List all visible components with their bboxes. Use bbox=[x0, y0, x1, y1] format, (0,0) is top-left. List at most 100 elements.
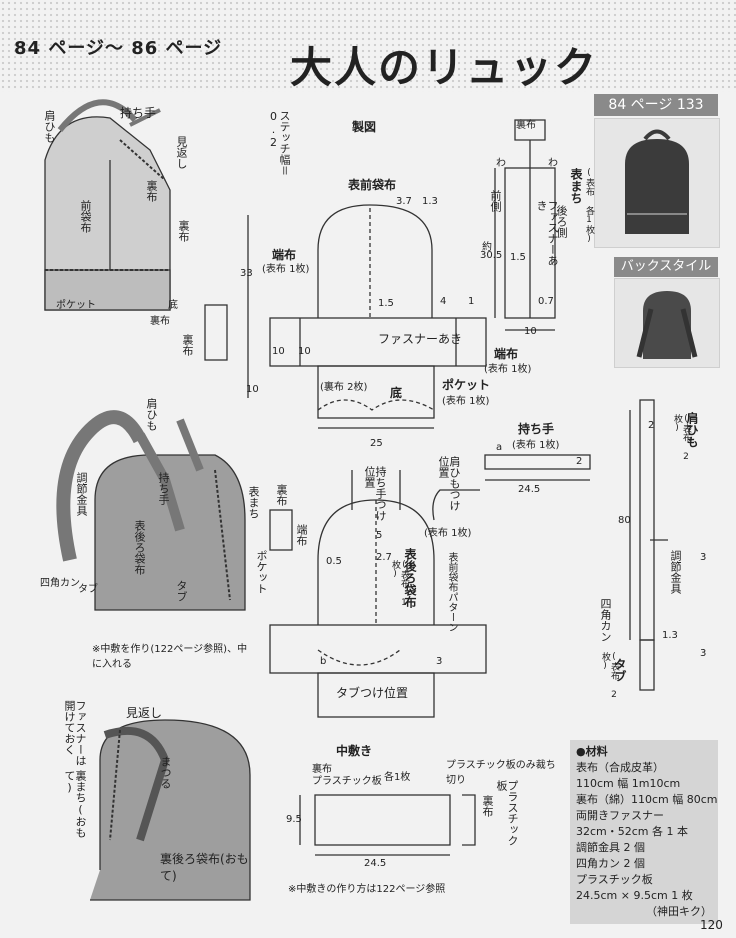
backpack-back-icon bbox=[636, 291, 698, 359]
ushiro-gawa-label: 後ろ側 bbox=[555, 205, 568, 238]
materials-line: 調節金具 2 個 bbox=[576, 841, 645, 854]
backpack-front-illustration bbox=[44, 99, 171, 311]
mae-gawa-label: 前側 bbox=[489, 190, 502, 212]
shikaku-label: 四角カン bbox=[599, 598, 612, 642]
materials-panel: ●材料 表布（合成皮革） 110cm 幅 1m10cm 裏布（綿）110cm 幅… bbox=[570, 740, 718, 924]
hashi-nuno-label: 端布 bbox=[272, 248, 297, 262]
wa-mark: わ bbox=[548, 158, 558, 169]
illus-ura-ushiro: 裏後ろ袋布(おもて) bbox=[160, 852, 249, 883]
ura-v-label: 裏布 bbox=[481, 795, 494, 817]
illus-tab-left: タブ bbox=[78, 584, 98, 595]
illus-pocket: ポケット bbox=[56, 300, 96, 311]
mochite-tsuke-label: 持ち手つけ位置 bbox=[363, 466, 387, 521]
illus-ura-machi: 裏まち(おもて) bbox=[63, 770, 87, 838]
illus-tab-mid: タブ bbox=[175, 580, 188, 602]
illus-mikaeshi: 見返し bbox=[175, 136, 188, 169]
dim: 3 bbox=[436, 656, 443, 667]
dim-letter: b bbox=[320, 656, 327, 667]
gusset-pattern bbox=[494, 119, 556, 331]
dim: 1.5 bbox=[378, 298, 394, 309]
dim-letter: a bbox=[496, 442, 503, 453]
insole-pattern bbox=[299, 794, 476, 856]
materials-line: 24.5cm × 9.5cm 1 枚 bbox=[576, 889, 693, 902]
handle-pattern bbox=[484, 454, 591, 481]
dim: 80 bbox=[618, 515, 631, 526]
stitch-label: ステッチ幅＝0.2 bbox=[267, 110, 291, 176]
mochite-label: 持ち手 bbox=[518, 422, 555, 436]
katahimo-label: 肩ひも bbox=[685, 412, 699, 448]
front-body-pattern bbox=[247, 204, 487, 429]
materials-line: 裏布（綿）110cm 幅 80cm bbox=[576, 793, 718, 806]
illus-ura-mid: 裏布 bbox=[275, 484, 288, 506]
plastic-label: プラスチック板 bbox=[312, 776, 382, 787]
materials-line: （神田キク） bbox=[646, 905, 712, 918]
illus-mochite-mid: 持ち手 bbox=[157, 472, 170, 505]
page-header: 84 ページ〜 86 ページ 大人のリュック bbox=[0, 0, 736, 92]
dim: 33 bbox=[240, 268, 253, 279]
dim: 3 bbox=[700, 648, 707, 659]
yaku-label: 約 bbox=[482, 242, 492, 253]
nakashiki-label: 中敷き bbox=[336, 744, 373, 758]
note-nakashiki-make: ※中敷を作り(122ページ参照)、中に入れる bbox=[92, 644, 248, 670]
mochite-sub: (表布 1枚) bbox=[512, 440, 560, 451]
omote-ushiro-label: 表後ろ袋布 bbox=[403, 548, 417, 608]
reference-page: 84 ページ 133 bbox=[594, 94, 718, 116]
backpack-photo-back bbox=[614, 278, 720, 368]
seizu-label: 製図 bbox=[352, 120, 377, 134]
dim: 2 bbox=[648, 420, 655, 431]
dim: 10 bbox=[524, 326, 537, 337]
hashi-nuno-2-label: 端布 bbox=[494, 347, 519, 361]
illus-ura2: 裏布 bbox=[177, 220, 190, 242]
illus-katahimo-mid: 肩ひも bbox=[145, 398, 158, 431]
dim: 0.5 bbox=[326, 556, 342, 567]
dim: 30.5 bbox=[480, 250, 503, 261]
illus-ura: 裏布 bbox=[145, 180, 158, 202]
dim: 1.3 bbox=[662, 630, 678, 641]
illus-katahimo: 肩ひも bbox=[43, 110, 56, 143]
strap-pattern bbox=[629, 399, 668, 691]
fastener-opening-label: ファスナーあき bbox=[378, 332, 463, 346]
materials-line: 四角カン 2 個 bbox=[576, 857, 645, 870]
dim: 10 bbox=[272, 346, 285, 357]
backpack-front-icon bbox=[625, 129, 689, 234]
materials-line: 32cm・52cm 各 1 本 bbox=[576, 825, 689, 838]
illus-mikaeshi-bottom: 見返し bbox=[126, 706, 163, 720]
materials-line: プラスチック板 bbox=[576, 873, 653, 886]
backpack-interior-illustration bbox=[90, 719, 251, 901]
plastic-only-label: プラスチック板のみ裁ち切り bbox=[446, 760, 556, 786]
dim: 1.3 bbox=[422, 196, 438, 207]
materials-line: 110cm 幅 1m10cm bbox=[576, 777, 681, 790]
pocket-sub: (表布 1枚) bbox=[442, 396, 490, 407]
tab-tsuke-label: タブつけ位置 bbox=[336, 686, 409, 700]
back-body-pattern bbox=[269, 470, 487, 718]
fastener-opening-v-label: ファスナーあき bbox=[535, 200, 559, 266]
omote-nuno-label: (表布 1枚) bbox=[424, 528, 472, 539]
materials-heading: ●材料 bbox=[576, 745, 608, 758]
dim: 24.5 bbox=[518, 484, 541, 495]
dim: 25 bbox=[370, 438, 383, 449]
illus-omote-machi: 表まち bbox=[247, 486, 260, 519]
katahimo-sub: (表布 2枚) bbox=[672, 414, 691, 462]
dim: 3.7 bbox=[396, 196, 412, 207]
hashi-nuno-sub: (表布 1枚) bbox=[262, 264, 310, 275]
omote-machi-label: 表まち bbox=[569, 168, 583, 204]
soko-label: 底 bbox=[390, 386, 403, 400]
backpack-photo-front bbox=[594, 118, 720, 248]
dim: 10 bbox=[246, 384, 259, 395]
illus-mochite: 持ち手 bbox=[120, 106, 157, 120]
tab-label: タブ bbox=[613, 658, 627, 682]
tab-sub: (表布 2枚) bbox=[600, 652, 619, 700]
illus-soko: 底 bbox=[168, 300, 178, 311]
dim: 4 bbox=[440, 296, 447, 307]
illus-pocket-mid: ポケット bbox=[255, 550, 268, 594]
dim: 1 bbox=[468, 296, 475, 307]
page-number: 120 bbox=[700, 918, 723, 932]
wa-mark: わ bbox=[496, 158, 506, 169]
illus-ura-side: 裏布 bbox=[181, 334, 194, 356]
dim: 3 bbox=[700, 552, 707, 563]
illus-shikaku: 四角カン bbox=[40, 578, 80, 589]
illus-ura3: 裏布 bbox=[150, 316, 170, 327]
dim: 10 bbox=[298, 346, 311, 357]
page-range: 84 ページ〜 86 ページ bbox=[14, 38, 223, 59]
